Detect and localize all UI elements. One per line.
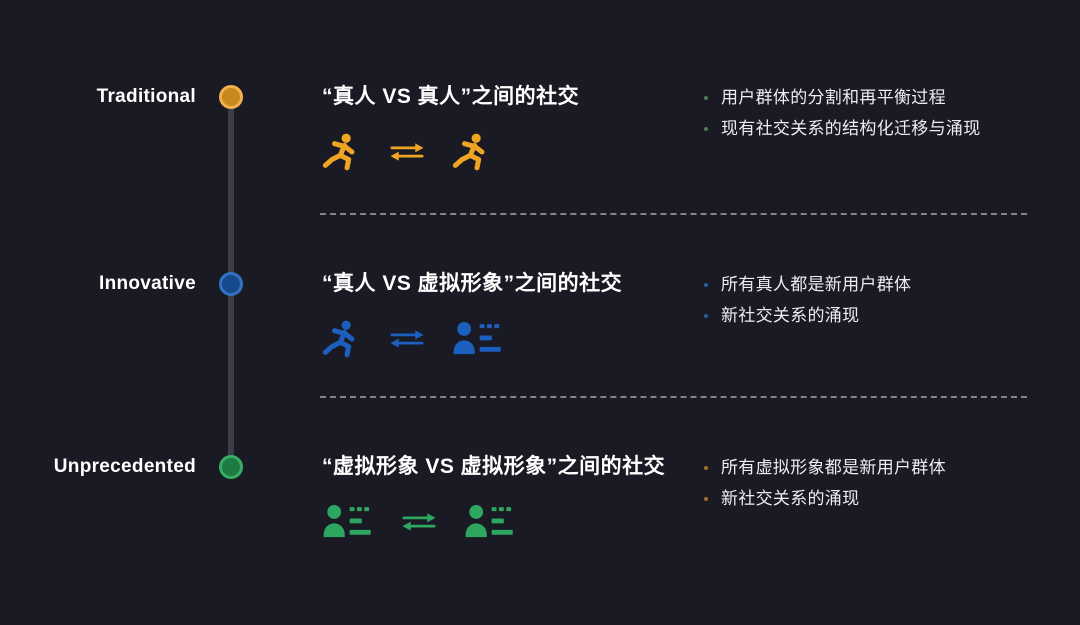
- bullet-text: 用户群体的分割和再平衡过程: [721, 88, 946, 107]
- separator: [320, 396, 1027, 398]
- bullet-item: 现有社交关系的结构化迁移与涌现: [700, 113, 1070, 144]
- avatar-list-icon: [464, 503, 516, 542]
- exchange-arrows-icon: [388, 141, 426, 163]
- bullet-dot-icon: [704, 283, 708, 287]
- bullet-item: 所有虚拟形象都是新用户群体: [700, 452, 1070, 483]
- row-notes: 所有真人都是新用户群体 新社交关系的涌现: [700, 269, 1070, 331]
- bullet-text: 新社交关系的涌现: [721, 306, 860, 325]
- separator: [320, 213, 1027, 215]
- icon-strip: [322, 316, 697, 362]
- bullet-item: 新社交关系的涌现: [700, 300, 1070, 331]
- bullet-list: 用户群体的分割和再平衡过程 现有社交关系的结构化迁移与涌现: [700, 82, 1070, 144]
- bullet-dot-icon: [704, 497, 708, 501]
- bullet-text: 现有社交关系的结构化迁移与涌现: [721, 119, 981, 138]
- bullet-dot-icon: [704, 314, 708, 318]
- avatar-list-icon: [322, 503, 374, 542]
- avatar-list-icon: [452, 320, 504, 359]
- row-heading: “真人 VS 虚拟形象”之间的社交: [322, 272, 623, 295]
- bullet-item: 用户群体的分割和再平衡过程: [700, 82, 1070, 113]
- row-main-traditional: “真人 VS 真人”之间的社交: [322, 80, 697, 175]
- bullet-dot-icon: [704, 127, 708, 131]
- row-main-unprecedented: “虚拟形象 VS 虚拟形象”之间的社交: [322, 450, 697, 545]
- bullet-text: 所有虚拟形象都是新用户群体: [721, 458, 946, 477]
- stage-label-innovative: Innovative: [99, 273, 196, 294]
- row-heading: “虚拟形象 VS 虚拟形象”之间的社交: [322, 455, 666, 478]
- row-heading: “真人 VS 真人”之间的社交: [322, 85, 580, 108]
- runner-icon: [322, 132, 362, 172]
- exchange-arrows-icon: [400, 511, 438, 533]
- timeline-dot-unprecedented: [219, 455, 243, 479]
- exchange-arrows-icon: [388, 328, 426, 350]
- runner-icon: [452, 132, 492, 172]
- icon-strip: [322, 499, 697, 545]
- bullet-list: 所有真人都是新用户群体 新社交关系的涌现: [700, 269, 1070, 331]
- bullet-text: 新社交关系的涌现: [721, 489, 860, 508]
- bullet-text: 所有真人都是新用户群体: [721, 275, 912, 294]
- bullet-dot-icon: [704, 466, 708, 470]
- bullet-list: 所有虚拟形象都是新用户群体 新社交关系的涌现: [700, 452, 1070, 514]
- bullet-item: 新社交关系的涌现: [700, 483, 1070, 514]
- icon-strip: [322, 129, 697, 175]
- runner-icon: [322, 319, 362, 359]
- row-main-innovative: “真人 VS 虚拟形象”之间的社交: [322, 267, 697, 362]
- bullet-item: 所有真人都是新用户群体: [700, 269, 1070, 300]
- timeline-dot-innovative: [219, 272, 243, 296]
- stage-label-unprecedented: Unprecedented: [53, 456, 196, 477]
- timeline-dot-traditional: [219, 85, 243, 109]
- row-notes: 所有虚拟形象都是新用户群体 新社交关系的涌现: [700, 452, 1070, 514]
- bullet-dot-icon: [704, 96, 708, 100]
- row-notes: 用户群体的分割和再平衡过程 现有社交关系的结构化迁移与涌现: [700, 82, 1070, 144]
- stage-label-traditional: Traditional: [96, 86, 196, 107]
